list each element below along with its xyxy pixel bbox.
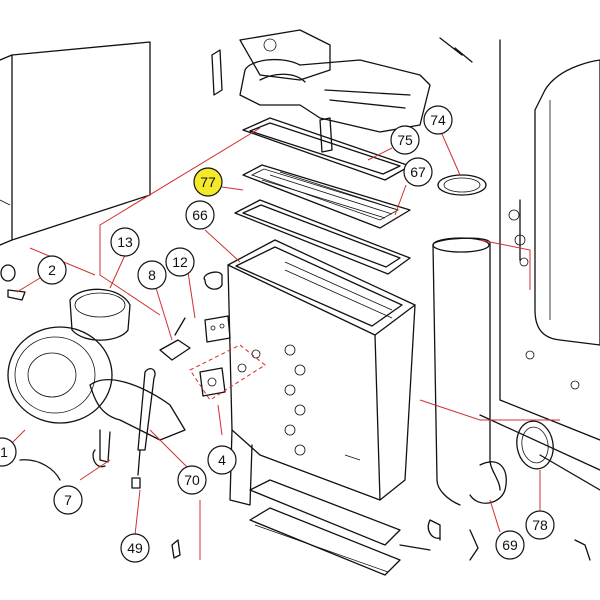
callout-label: 1 <box>0 444 8 460</box>
burner-plate-77 <box>242 164 411 229</box>
callout-8[interactable]: 8 <box>137 260 167 290</box>
callout-label: 4 <box>218 452 226 468</box>
callout-74[interactable]: 74 <box>423 105 453 135</box>
callout-label: 75 <box>397 132 413 148</box>
callout-label: 70 <box>184 472 200 488</box>
callout-label: 8 <box>148 267 156 283</box>
callout-12[interactable]: 12 <box>165 247 195 277</box>
callout-49[interactable]: 49 <box>120 533 150 563</box>
callouts: 77 75 74 67 66 13 12 8 <box>0 105 555 563</box>
top-manifold <box>211 29 473 153</box>
callout-1[interactable]: 1 <box>0 437 17 467</box>
flue-pipe <box>427 174 554 539</box>
gasket-75 <box>242 117 411 181</box>
fan-assembly <box>7 288 186 468</box>
callout-66[interactable]: 66 <box>185 200 215 230</box>
callout-label: 67 <box>410 164 426 180</box>
callout-label: 7 <box>64 492 72 508</box>
callout-4[interactable]: 4 <box>207 445 237 475</box>
callout-75[interactable]: 75 <box>390 125 420 155</box>
gasket-67 <box>234 199 411 275</box>
callout-label: 12 <box>172 254 188 270</box>
callout-label: 78 <box>532 517 548 533</box>
small-parts <box>0 264 591 561</box>
callout-13[interactable]: 13 <box>110 227 140 257</box>
condensate-tray <box>249 479 431 576</box>
leader-lines <box>9 127 560 560</box>
callout-label: 49 <box>127 540 143 556</box>
callout-label: 2 <box>48 262 56 278</box>
callout-69[interactable]: 69 <box>495 530 525 560</box>
side-panel <box>0 41 151 246</box>
callout-label: 66 <box>192 207 208 223</box>
right-tank <box>479 39 600 491</box>
callout-78[interactable]: 78 <box>525 510 555 540</box>
callout-label: 77 <box>200 174 216 190</box>
callout-label: 69 <box>502 537 518 553</box>
callout-2[interactable]: 2 <box>37 255 67 285</box>
callout-label: 74 <box>430 112 446 128</box>
heat-exchanger <box>203 239 416 506</box>
callout-7[interactable]: 7 <box>53 485 83 515</box>
callout-77[interactable]: 77 <box>193 167 223 197</box>
callout-label: 13 <box>117 234 133 250</box>
callout-70[interactable]: 70 <box>177 465 207 495</box>
callout-67[interactable]: 67 <box>403 157 433 187</box>
